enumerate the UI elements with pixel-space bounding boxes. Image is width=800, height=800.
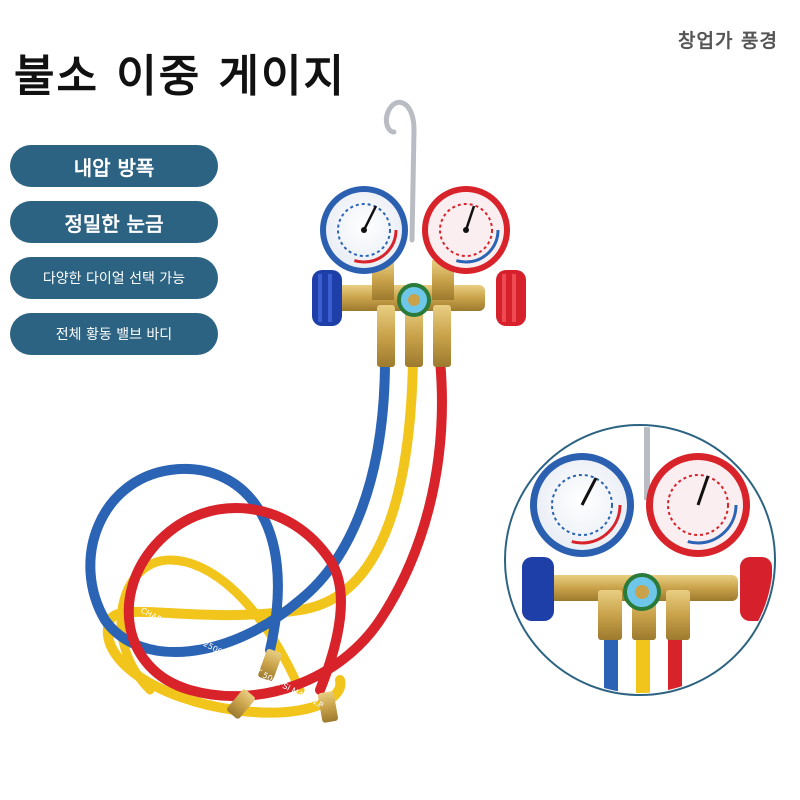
feature-label: 내압 방폭 [73,155,155,180]
hose-end-fitting [227,649,339,723]
hanging-hook [383,99,417,243]
feature-label: 다양한 다이얼 선택 가능 [42,271,186,287]
gauge-low-pressure [320,186,408,274]
manifold-main [312,99,526,367]
detail-inset [504,424,776,696]
knob-blue [312,270,342,326]
feature-pill-scale: 정밀한 눈금 [10,201,218,243]
feature-pill-brass: 전체 황동 밸브 바디 [10,313,218,355]
gauge-high-pressure [422,186,510,274]
feature-pill-pressure: 내압 방폭 [10,145,218,187]
brand-name: 창업가 풍경 [677,30,778,52]
hose-yellow [102,355,418,718]
feature-label: 전체 황동 밸브 바디 [55,327,173,343]
knob-red [496,270,526,326]
feature-label: 정밀한 눈금 [64,211,164,236]
feature-pill-dial: 다양한 다이얼 선택 가능 [10,257,218,299]
gauge-needle [464,205,476,231]
gauge-needle [362,205,378,231]
product-title: 불소 이중 게이지 [14,51,346,102]
hose-blue [85,355,390,658]
hose-red [123,355,447,702]
